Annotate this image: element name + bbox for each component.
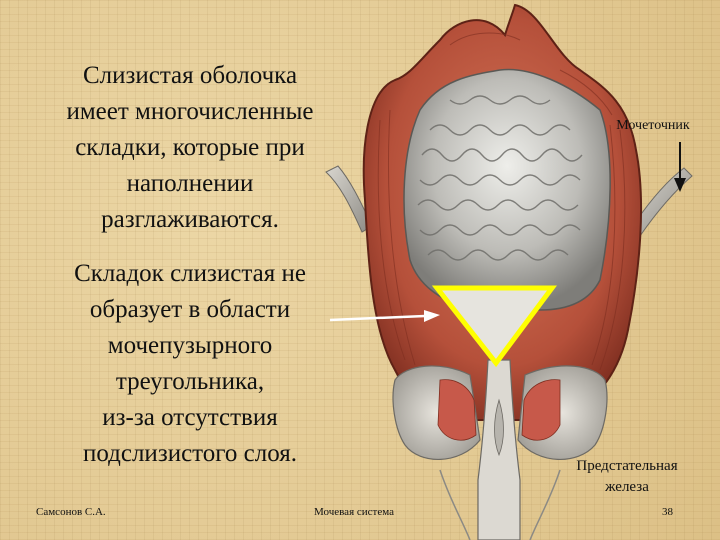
text-line: наполнении <box>126 170 254 197</box>
trigone-pointer-arrow <box>329 310 440 322</box>
text-line: подслизистого слоя. <box>82 440 297 467</box>
text-line: разглаживаются. <box>101 206 279 233</box>
text-line: образует в области <box>89 296 291 323</box>
trigone-area <box>440 290 550 362</box>
text-line: мочепузырного <box>107 332 273 359</box>
mucosal-folds <box>417 95 583 261</box>
prostate-label-line: железа <box>605 479 649 495</box>
mucosa-folds-text: Слизистая оболочка имеет многочисленные … <box>20 58 360 238</box>
text-line: Слизистая оболочка <box>82 62 298 89</box>
text-line: из-за отсутствия <box>102 404 278 431</box>
trigone-text: Складок слизистая не образует в области … <box>20 256 360 472</box>
bladder-mucosa <box>403 68 611 311</box>
ureter-arrow <box>674 142 686 192</box>
footer-page-number: 38 <box>662 506 673 518</box>
seminal-colliculus <box>494 398 504 457</box>
footer-author: Самсонов С.А. <box>36 506 106 518</box>
prostate-inner-right <box>521 379 561 441</box>
text-line: имеет многочисленные <box>66 98 314 125</box>
urethra-lower-wall <box>439 469 561 540</box>
text-line: Складок слизистая не <box>74 260 306 287</box>
ureter-label: Мочеточник <box>616 118 690 133</box>
text-line: треугольника, <box>115 368 265 395</box>
prostate-label: Предстательная железа <box>562 456 692 498</box>
trigone-triangle-outline <box>431 285 557 368</box>
prostate-inner-left <box>437 379 477 441</box>
muscle-fibers <box>377 32 626 371</box>
text-line: складки, которые при <box>75 134 305 161</box>
prostate-label-line: Предстательная <box>576 458 678 474</box>
footer-topic: Мочевая система <box>314 506 394 518</box>
